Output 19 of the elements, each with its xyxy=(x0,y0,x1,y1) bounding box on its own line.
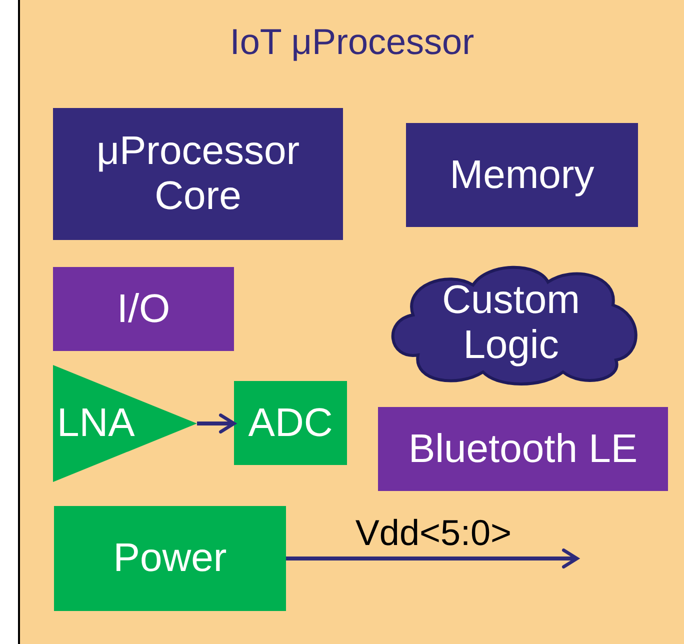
block-label: μProcessor Core xyxy=(95,129,301,219)
memory-box xyxy=(406,123,638,227)
adc-box xyxy=(234,381,347,465)
block-label: ADC xyxy=(248,400,333,446)
block-label: Custom Logic xyxy=(441,278,581,368)
arrow xyxy=(286,548,579,568)
block-label: Bluetooth LE xyxy=(408,426,638,472)
chip-panel xyxy=(18,0,684,644)
power-box xyxy=(54,506,286,611)
io-box xyxy=(53,267,234,351)
block-label: Memory xyxy=(450,152,594,198)
core-box xyxy=(53,108,343,240)
block-label: Power xyxy=(113,536,227,581)
block-label: LNA xyxy=(57,401,135,446)
radio-box xyxy=(378,407,668,491)
arrow xyxy=(197,414,236,434)
amplifier-triangle xyxy=(53,365,197,482)
title-text: IoT μProcessor xyxy=(230,22,474,62)
block-label: I/O xyxy=(116,286,170,332)
